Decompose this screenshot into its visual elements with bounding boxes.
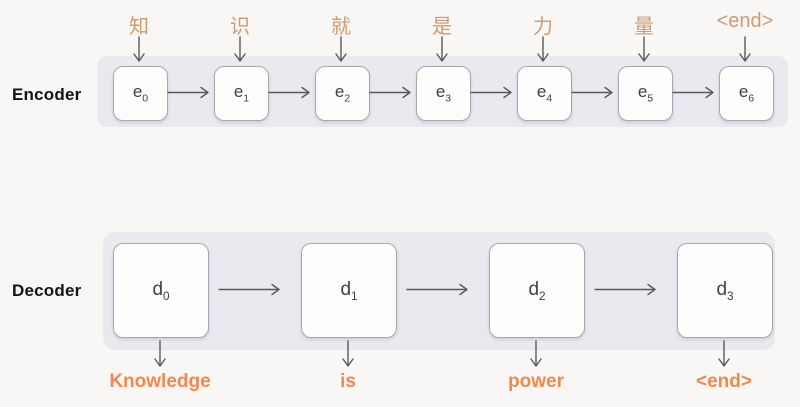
arrow-down-icon [739,36,751,62]
encoder-label: Encoder [12,85,82,104]
arrow-right-icon [218,283,280,296]
arrow-right-icon [470,86,512,99]
output-token-2: power [508,371,564,392]
encoder-unit-e1: e1 [214,66,269,121]
encoder-unit-e4: e4 [517,66,572,121]
source-token-4: 力 [533,16,553,38]
arrow-down-icon [133,36,145,62]
arrow-right-icon [369,86,411,99]
arrow-down-icon [436,36,448,62]
encoder-unit-label: e4 [536,82,553,105]
encoder-unit-e3: e3 [416,66,471,121]
arrow-down-icon [154,340,166,367]
decoder-unit-label: d3 [716,278,734,303]
decoder-unit-d0: d0 [113,243,209,338]
encoder-unit-label: e3 [435,82,452,105]
encoder-unit-e6: e6 [719,66,774,121]
arrow-down-icon [530,340,542,367]
source-token-6: <end> [716,10,774,32]
decoder-label: Decoder [12,281,82,300]
arrow-down-icon [638,36,650,62]
arrow-down-icon [537,36,549,62]
arrow-down-icon [342,340,354,367]
output-token-3: <end> [696,371,752,392]
source-token-5: 量 [634,16,654,38]
encoder-unit-e5: e5 [618,66,673,121]
decoder-unit-d1: d1 [301,243,397,338]
arrow-right-icon [167,86,209,99]
source-token-0: 知 [129,16,149,38]
source-token-2: 就 [331,16,351,38]
arrow-down-icon [335,36,347,62]
arrow-down-icon [718,340,730,367]
decoder-unit-label: d1 [340,278,358,303]
encoder-unit-label: e6 [738,82,755,105]
decoder-unit-label: d2 [528,278,546,303]
encoder-unit-label: e1 [233,82,250,105]
source-token-1: 识 [230,16,250,38]
encoder-unit-label: e0 [132,82,149,105]
output-token-0: Knowledge [109,371,211,392]
output-token-1: is [340,371,356,392]
arrow-right-icon [406,283,468,296]
arrow-right-icon [672,86,714,99]
decoder-band [103,232,775,350]
encoder-unit-e0: e0 [113,66,168,121]
decoder-unit-label: d0 [152,278,170,303]
encoder-unit-label: e5 [637,82,654,105]
arrow-right-icon [594,283,656,296]
source-token-3: 是 [432,16,452,38]
arrow-right-icon [268,86,310,99]
decoder-unit-d2: d2 [489,243,585,338]
encoder-unit-e2: e2 [315,66,370,121]
arrow-right-icon [571,86,613,99]
encoder-unit-label: e2 [334,82,351,105]
arrow-down-icon [234,36,246,62]
decoder-unit-d3: d3 [677,243,773,338]
